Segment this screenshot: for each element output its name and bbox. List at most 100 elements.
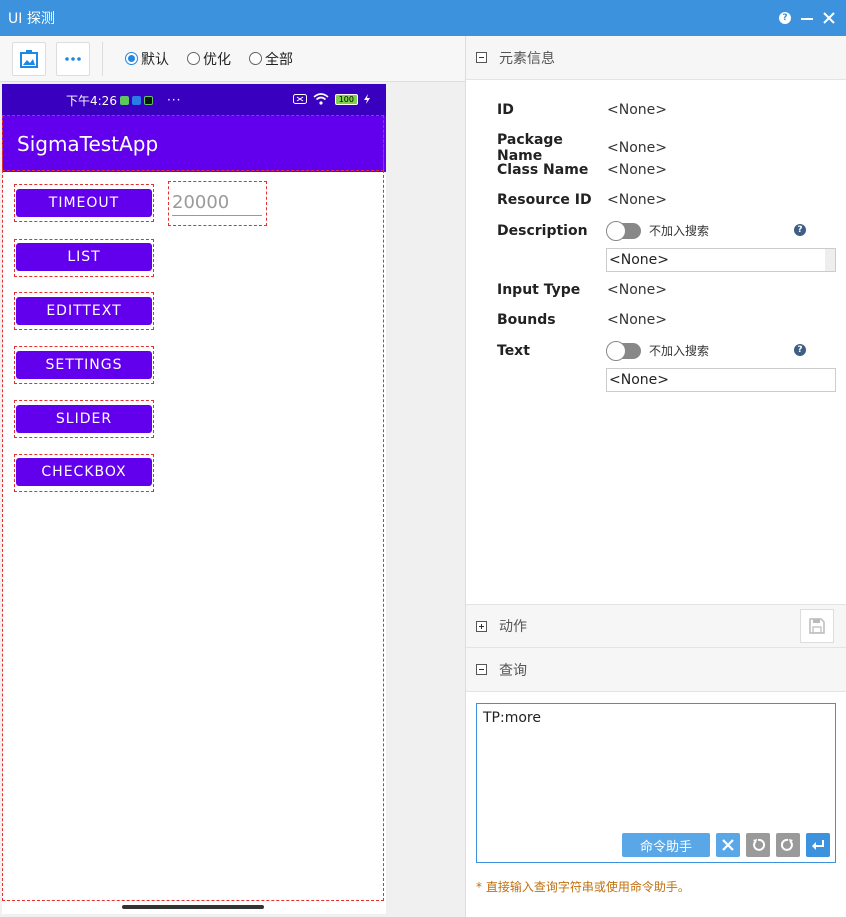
query-hint: * 直接输入查询字符串或使用命令助手。 [476,880,690,894]
charging-icon [364,94,370,104]
screenshot-button[interactable] [12,41,46,76]
wechat-icon [119,95,129,105]
radio-unchecked-icon [187,52,200,65]
window-title: UI 探测 [8,11,55,27]
settings-button[interactable]: SETTINGS [16,351,152,379]
timeout-input[interactable]: 20000 [172,188,262,216]
query-text: TP:more [483,710,541,726]
section-title: 动作 [499,619,527,635]
more-button[interactable] [56,41,90,76]
expand-icon[interactable] [476,620,487,632]
mode-optimized-radio[interactable]: 优化 [187,49,231,69]
enter-icon [812,840,824,850]
prop-label: Resource ID [497,192,592,208]
app-title-bar: SigmaTestApp [2,116,386,172]
no-sim-icon [292,94,307,104]
checkbox-button[interactable]: CHECKBOX [16,458,152,486]
terminal-icon [143,95,153,105]
prop-value: <None> [607,312,667,328]
prop-value: <None> [607,140,667,156]
prop-id: ID <None> [497,102,667,118]
execute-button[interactable] [806,833,830,857]
save-button[interactable] [800,609,834,643]
wifi-icon [313,93,329,105]
help-icon[interactable]: ? [778,11,792,25]
help-icon[interactable]: ? [794,224,806,236]
query-input[interactable]: TP:more 命令助手 [476,703,836,863]
edittext-button[interactable]: EDITTEXT [16,297,152,325]
text-value-box[interactable]: <None> [606,368,836,392]
prop-package-name: Package Name <None> [497,132,667,164]
status-more: ··· [166,93,182,107]
title-bar: UI 探测 ? [0,0,846,36]
redo-icon [781,838,793,851]
prop-class-name: Class Name <None> [497,162,667,178]
prop-label: Text [497,342,530,359]
description-value-box[interactable]: <None> [606,248,836,272]
element-info-header[interactable]: 元素信息 [466,36,846,80]
prop-text: Text 不加入搜索 [497,340,837,361]
section-title: 元素信息 [499,50,555,67]
prop-label: Input Type [497,282,581,298]
text-value: <None> [609,372,669,388]
device-screenshot[interactable]: 下午4:26 ··· 100 SigmaTestApp TIMEOUT LIST… [2,84,386,914]
timeout-button[interactable]: TIMEOUT [16,189,152,217]
device-status-bar: 下午4:26 ··· 100 [2,84,386,116]
prop-bounds: Bounds <None> [497,312,667,328]
root-node-outline [2,115,384,901]
actions-header[interactable]: 动作 [466,604,846,648]
scrollbar[interactable] [825,249,835,271]
collapse-icon[interactable] [476,664,487,675]
home-indicator [122,905,264,909]
radio-checked-icon [125,52,138,65]
prop-description: Description 不加入搜索 [497,220,837,241]
prop-input-type: Input Type <None> [497,282,667,298]
slider-button[interactable]: SLIDER [16,405,152,433]
close-icon[interactable] [822,11,836,25]
prop-label: Bounds [497,312,556,328]
prop-value: <None> [607,192,667,208]
left-toolbar: 默认 优化 全部 [0,36,465,82]
image-capture-icon [20,49,38,68]
prop-value: <None> [607,102,667,118]
command-helper-button[interactable]: 命令助手 [622,833,710,857]
mode-label: 优化 [203,51,231,68]
undo-button[interactable] [746,833,770,857]
prop-label: Class Name [497,162,589,178]
toggle-label: 不加入搜索 [649,224,710,238]
mode-default-radio[interactable]: 默认 [125,49,169,69]
save-icon [809,618,825,634]
query-header[interactable]: 查询 [466,648,846,692]
more-dots-icon [65,56,81,61]
toolbar-separator [102,41,103,76]
prop-resource-id: Resource ID <None> [497,192,667,208]
clear-button[interactable] [716,833,740,857]
prop-value: <None> [607,162,667,178]
description-value: <None> [609,252,669,268]
prop-label: Description [497,222,588,239]
mode-all-radio[interactable]: 全部 [249,49,293,69]
text-search-toggle[interactable] [606,340,641,361]
prop-value: <None> [607,282,667,298]
radio-unchecked-icon [249,52,262,65]
app-notify-icon [131,95,141,105]
minimize-icon[interactable] [800,11,814,25]
toggle-label: 不加入搜索 [649,344,710,358]
description-search-toggle[interactable] [606,220,641,241]
mode-radio-group: 默认 优化 全部 [125,49,293,69]
mode-label: 全部 [265,51,293,68]
undo-icon [753,838,765,851]
redo-button[interactable] [776,833,800,857]
collapse-icon[interactable] [476,52,487,63]
list-button[interactable]: LIST [16,243,152,271]
battery-icon: 100 [334,93,358,105]
mode-label: 默认 [141,51,169,68]
app-title: SigmaTestApp [17,132,159,156]
prop-label: ID [497,102,514,118]
right-panel: 元素信息 ID <None> Package Name <None> Class… [465,36,846,917]
help-icon[interactable]: ? [794,344,806,356]
status-time: 下午4:26 [66,93,117,108]
prop-label: Package Name [497,132,563,164]
clear-icon [722,839,734,851]
section-title: 查询 [499,662,527,679]
